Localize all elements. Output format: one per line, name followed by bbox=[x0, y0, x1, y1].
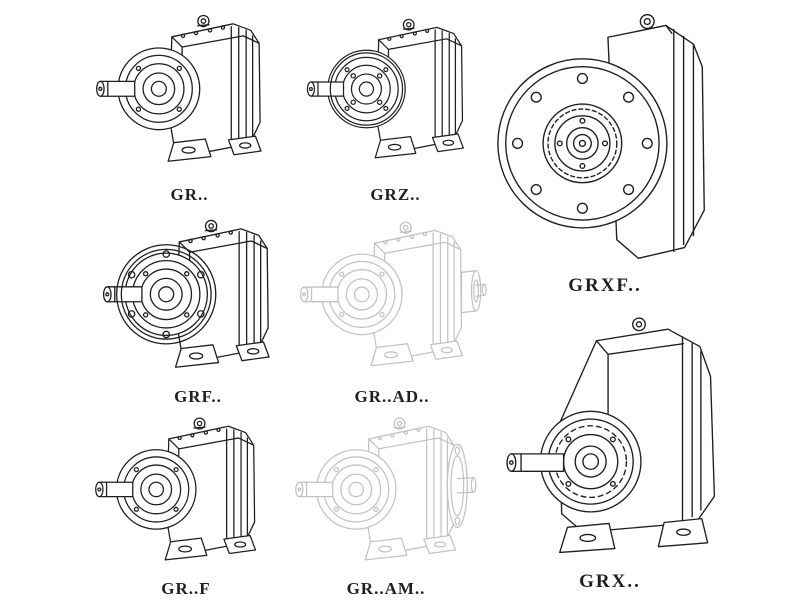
figure-grxf: GRXF.. bbox=[492, 0, 718, 298]
gearbox-drawing-gr-f bbox=[95, 417, 257, 561]
gearbox-drawing-gr-am bbox=[288, 410, 484, 577]
gearbox-drawing-gr-ad bbox=[296, 212, 488, 385]
gearbox-drawing-grz bbox=[303, 3, 488, 183]
figure-grx: GRX.. bbox=[494, 302, 726, 594]
grz-label: GRZ.. bbox=[370, 185, 421, 204]
grxf-label: GRXF.. bbox=[568, 275, 642, 296]
gearbox-drawing-grf bbox=[98, 212, 298, 385]
figure-grf: GRF.. bbox=[98, 212, 298, 408]
grf-label: GRF.. bbox=[174, 387, 222, 406]
figure-grz: GRZ.. bbox=[303, 3, 488, 206]
gr-ad-label: GR..AD.. bbox=[354, 387, 430, 406]
figure-gr-ad: GR..AD.. bbox=[296, 212, 488, 408]
figure-gr-am: GR..AM.. bbox=[288, 410, 484, 600]
gearbox-drawing-gr bbox=[95, 14, 262, 162]
gr-am-label: GR..AM.. bbox=[346, 579, 426, 598]
gr-label: GR.. bbox=[170, 185, 209, 204]
gr-f-label: GR..F bbox=[161, 579, 211, 598]
gearbox-drawing-grxf bbox=[497, 13, 705, 260]
figure-gr: GR.. bbox=[92, 3, 287, 206]
gearbox-drawing-grx bbox=[506, 317, 716, 554]
grx-label: GRX.. bbox=[579, 571, 641, 592]
figure-gr-f: GR..F bbox=[90, 410, 282, 600]
